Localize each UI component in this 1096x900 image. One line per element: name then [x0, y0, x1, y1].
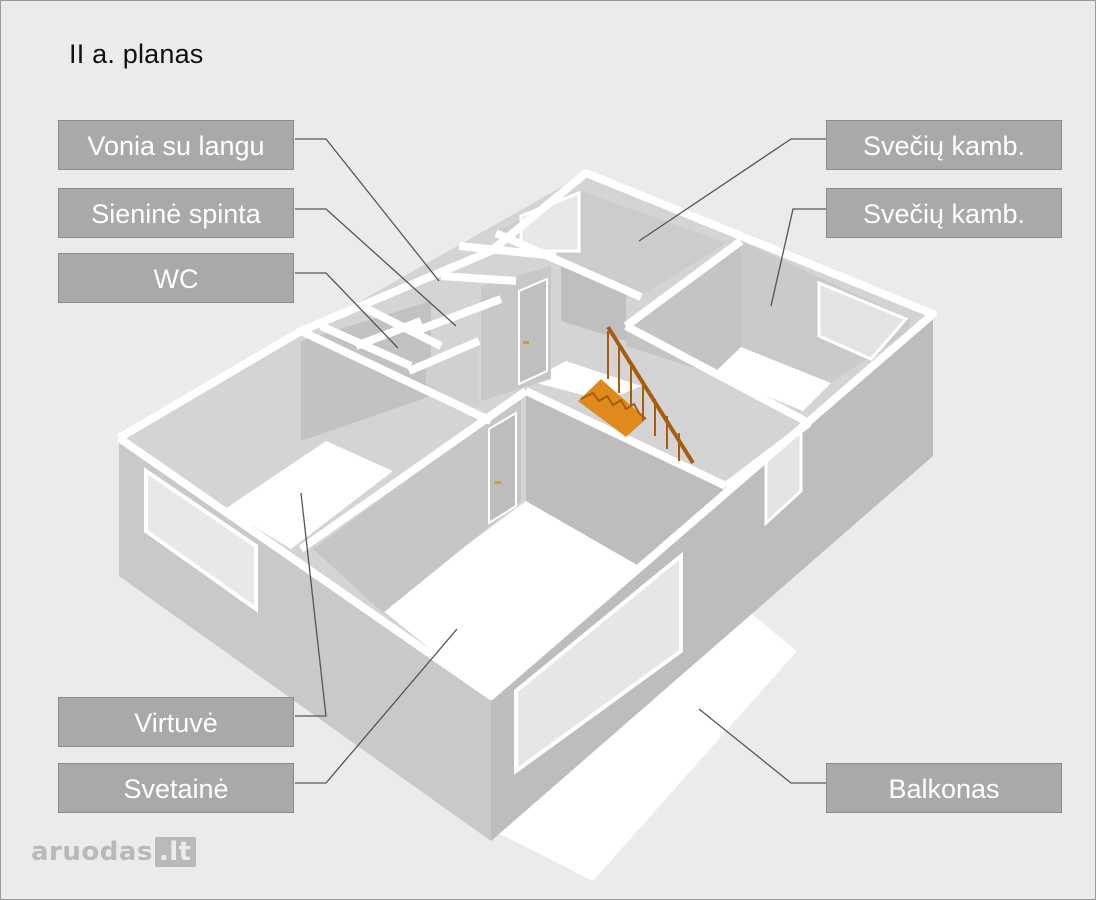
watermark-text: aruodas	[31, 837, 153, 867]
staircase	[578, 325, 695, 465]
watermark-tld: .lt	[154, 837, 196, 867]
wall-tops	[116, 169, 937, 700]
living-room-floor	[381, 501, 639, 696]
upper-room-wall	[561, 259, 626, 341]
label-balkonas: Balkonas	[826, 763, 1062, 813]
aruodas-watermark: aruodas.lt	[31, 837, 196, 867]
balcony-door	[514, 551, 683, 775]
upper-window	[519, 190, 581, 253]
kitchen-window	[144, 467, 258, 613]
living-right-wall	[526, 391, 726, 566]
door-handle	[495, 481, 501, 484]
label-wc: WC	[58, 253, 294, 303]
guest-room-floor	[713, 347, 831, 411]
label-vonia-su-langu: Vonia su langu	[58, 120, 294, 170]
balcony-slab	[498, 601, 797, 881]
guest-window	[817, 280, 909, 361]
label-sienine-spinta: Sieninė spinta	[58, 188, 294, 238]
door-handle-2	[523, 341, 529, 344]
leader-lines	[295, 138, 826, 784]
closet-wall	[426, 343, 479, 406]
kitchen-back-wall	[301, 301, 431, 441]
label-sveciu-kamb-2: Svečių kamb.	[826, 188, 1062, 238]
label-virtuve: Virtuvė	[58, 697, 294, 747]
plan-title: II a. planas	[69, 39, 204, 69]
kitchen-floor	[225, 441, 393, 549]
label-svetaine: Svetainė	[58, 763, 294, 813]
living-back-wall	[313, 396, 521, 613]
label-sveciu-kamb-1: Svečių kamb.	[826, 120, 1062, 170]
living-room-door	[488, 411, 517, 525]
hall-door	[518, 277, 548, 386]
